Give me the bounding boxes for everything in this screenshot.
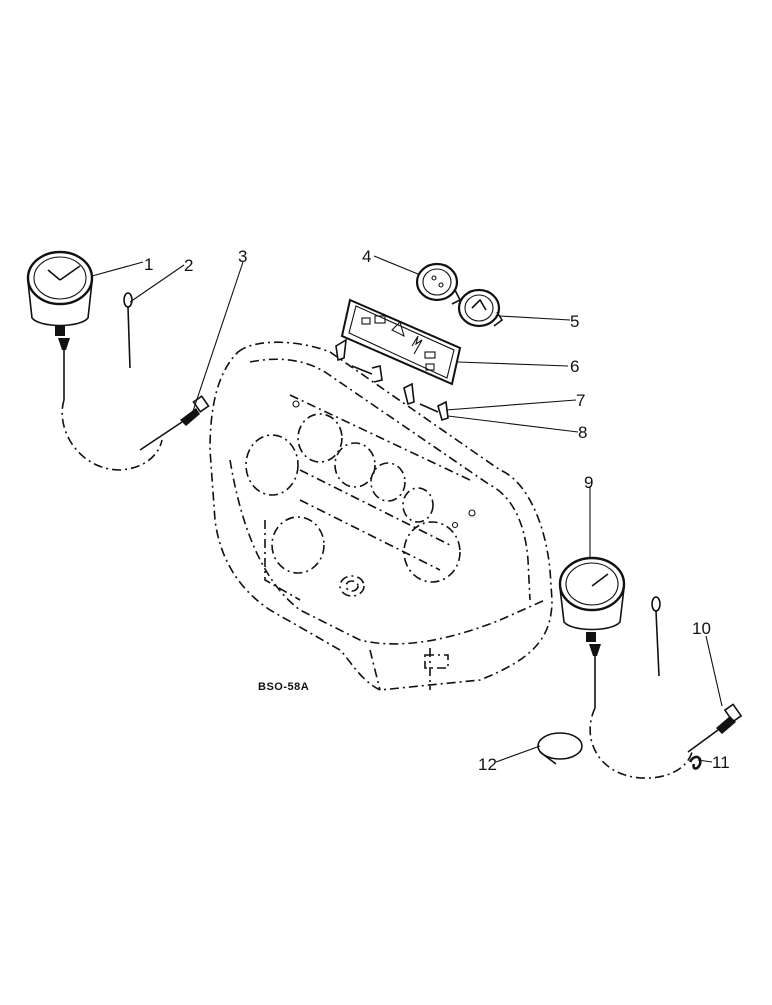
- callout-labels: 1 2 3 4 5 6 7 8 9 10 11 12: [144, 247, 730, 774]
- part-2-sender: [123, 292, 133, 369]
- callout-10: 10: [692, 619, 711, 638]
- callout-5: 5: [570, 312, 579, 331]
- part-1-gauge: [26, 250, 94, 400]
- callout-2: 2: [184, 256, 193, 275]
- callout-9: 9: [584, 473, 593, 492]
- part-12-ring: [537, 732, 583, 765]
- callout-8: 8: [578, 423, 587, 442]
- callout-3: 3: [238, 247, 247, 266]
- drawing-code: BSO-58A: [258, 681, 309, 693]
- part-10-cable-end: [687, 703, 743, 753]
- part-8-screw: [437, 400, 449, 422]
- callout-1: 1: [144, 255, 153, 274]
- part-5-gauge: [457, 288, 504, 328]
- callout-11: 11: [712, 753, 730, 772]
- instrument-panel-housing: [209, 341, 553, 691]
- callout-7: 7: [576, 391, 585, 410]
- part-3-cable-end: [139, 395, 210, 451]
- callout-6: 6: [570, 357, 579, 376]
- part-9-sender: [651, 596, 661, 677]
- part-4-gauge: [415, 262, 462, 305]
- part-11-spring-clip: [688, 755, 702, 770]
- part-7-clip: [335, 338, 439, 413]
- callout-12: 12: [478, 755, 497, 774]
- callout-4: 4: [362, 247, 371, 266]
- part-9-cable-loop: [589, 707, 693, 779]
- part-6-warning-panel: [340, 298, 462, 386]
- leader-lines: [91, 255, 723, 763]
- part-9-gauge: [558, 556, 626, 708]
- part-1-cable-loop: [61, 399, 163, 471]
